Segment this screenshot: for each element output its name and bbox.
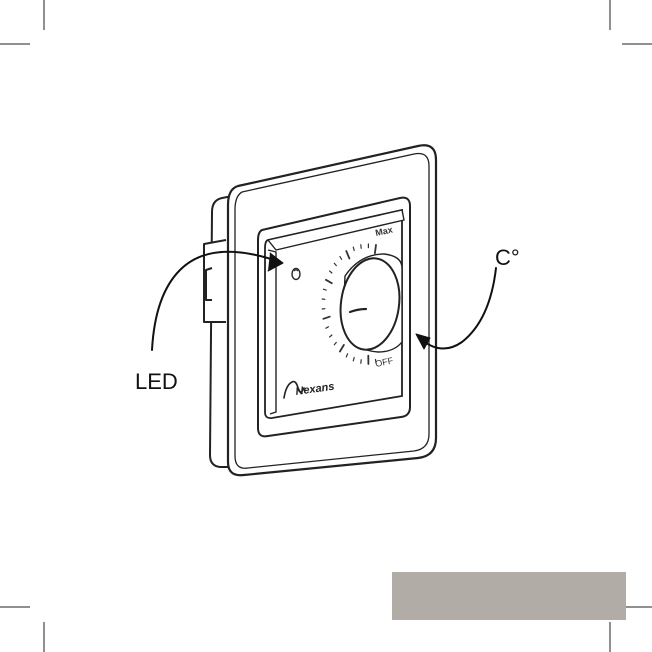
- dial-tick: [375, 245, 376, 253]
- led-indicator: [292, 269, 300, 280]
- temperature-callout-label: C°: [495, 247, 520, 269]
- grey-tab: [392, 572, 626, 620]
- led-callout-label: LED: [135, 371, 178, 393]
- dial-tick: [323, 289, 326, 290]
